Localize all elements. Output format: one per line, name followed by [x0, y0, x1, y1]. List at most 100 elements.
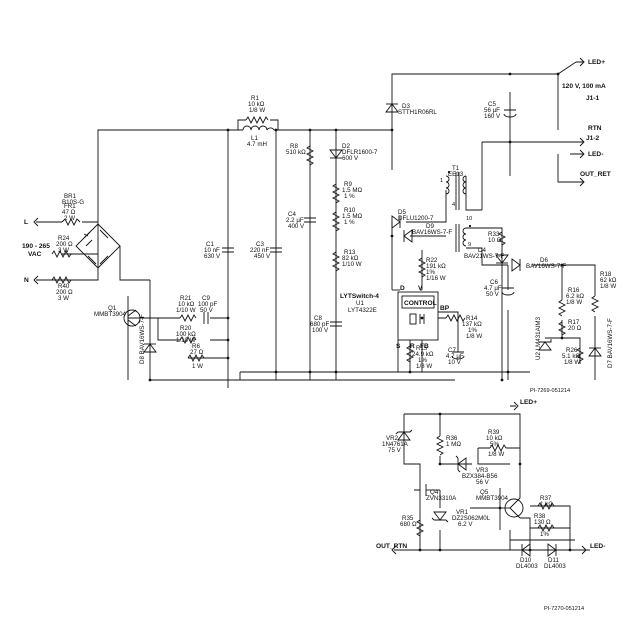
- r6-value: 27 Ω: [190, 349, 204, 356]
- svg-text:D2: D2: [342, 143, 350, 150]
- r26-ref: R26: [566, 347, 578, 354]
- q4-ref: Q4: [430, 489, 439, 496]
- r1-value: 10 kΩ: [248, 101, 265, 108]
- r17-value: 20 Ω: [568, 325, 582, 332]
- svg-text:C1: C1: [206, 241, 214, 248]
- capacitor-c3: [270, 247, 282, 253]
- svg-text:4.7 µF: 4.7 µF: [484, 285, 502, 292]
- r9-ref: R9: [344, 181, 352, 188]
- svg-text:C8: C8: [314, 315, 322, 322]
- c8-ref: C8: [314, 315, 322, 322]
- d7-ref: D7: [607, 360, 614, 368]
- svg-text:510 kΩ: 510 kΩ: [286, 149, 306, 156]
- transformer-t1: [445, 170, 472, 252]
- out-rtn-label: OUT_RTN: [376, 543, 407, 550]
- d8-label: D8 BAV16WS-7-F: [139, 314, 146, 364]
- svg-text:27 Ω: 27 Ω: [190, 349, 204, 356]
- svg-text:680 Ω: 680 Ω: [400, 521, 417, 528]
- svg-text:1/8 W: 1/8 W: [488, 451, 504, 458]
- svg-text:BAV16WS-7-F: BAV16WS-7-F: [526, 263, 566, 270]
- connector-l-arrow: [33, 217, 42, 227]
- vr2-part: 1N4761A: [382, 441, 409, 448]
- svg-text:1%: 1%: [426, 269, 435, 276]
- svg-text:R17: R17: [568, 319, 580, 326]
- shunt-regulator-u2: [538, 339, 552, 351]
- q4-part: ZVN3310A: [426, 495, 457, 502]
- capacitor-c4: [304, 217, 316, 223]
- svg-text:1.5 MΩ: 1.5 MΩ: [342, 187, 362, 194]
- c3-value: 220 nF: [250, 247, 269, 254]
- u1-pin-v: V: [418, 285, 423, 292]
- connector-led-minus-arrow: [570, 149, 585, 159]
- r33-value: 10 Ω: [488, 237, 502, 244]
- u2-part: LM431AIM3: [535, 316, 542, 350]
- r17-ref: R17: [568, 319, 580, 326]
- svg-text:10 kΩ: 10 kΩ: [486, 435, 503, 442]
- svg-text:1/8 W: 1/8 W: [466, 333, 482, 340]
- r8-value: 510 kΩ: [286, 149, 306, 156]
- r24-value: 200 Ω: [56, 241, 73, 248]
- vr3-voltage: 56 V: [476, 479, 490, 486]
- mosfet-q4: [414, 480, 427, 500]
- controller-ic-u1: [397, 291, 439, 341]
- resistor-r21: [179, 313, 197, 323]
- svg-text:191 kΩ: 191 kΩ: [426, 263, 446, 270]
- capacitor-c1: [222, 247, 234, 253]
- svg-text:R1: R1: [251, 95, 259, 102]
- diode-d3: [385, 103, 399, 113]
- svg-text:1/8 W: 1/8 W: [566, 299, 582, 306]
- resistor-r17: [557, 321, 567, 336]
- svg-text:D9: D9: [426, 223, 434, 230]
- svg-text:630 V: 630 V: [204, 253, 221, 260]
- r18-value: 62 kΩ: [600, 277, 617, 284]
- c5-ref: C5: [488, 101, 496, 108]
- r22-value: 191 kΩ: [426, 263, 446, 270]
- svg-text:3 W: 3 W: [58, 295, 69, 302]
- svg-text:3 W: 3 W: [58, 247, 69, 254]
- r6-rating: 1 W: [192, 363, 203, 370]
- j1-1-label: J1-1: [586, 95, 600, 102]
- q1-ref: Q1: [108, 305, 117, 312]
- vr3-ref: VR3: [476, 467, 489, 474]
- r6-ref: R6: [192, 343, 200, 350]
- transistor-q1: [123, 309, 141, 327]
- resistor-r24: [51, 249, 72, 259]
- r13-ref: R13: [344, 249, 356, 256]
- top-schematic-labels: LED+ 120 V, 100 mA J1-1 RTN J1-2 LED- OU…: [22, 59, 617, 394]
- u1-pin-d: D: [400, 285, 405, 292]
- r1-rating: 1/8 W: [249, 107, 265, 114]
- svg-text:STTH1R06RL: STTH1R06RL: [398, 109, 437, 116]
- input-vac-label: VAC: [28, 251, 42, 258]
- svg-text:D5: D5: [398, 209, 406, 216]
- r21-value: 10 kΩ: [178, 301, 195, 308]
- u1-ref: U1: [356, 300, 364, 307]
- svg-text:R38: R38: [534, 513, 546, 520]
- u1-pin-fb: FB: [420, 343, 429, 350]
- svg-text:BZX384-B56: BZX384-B56: [462, 473, 498, 480]
- fr1-value: 47 Ω: [62, 209, 76, 216]
- r10-tol: 1 %: [344, 219, 355, 226]
- svg-text:1%: 1%: [540, 531, 549, 538]
- d5-ref: D5: [398, 209, 406, 216]
- d11-ref: D11: [548, 557, 559, 564]
- svg-text:R21: R21: [180, 295, 192, 302]
- r37-value: 1 kΩ: [540, 501, 553, 508]
- svg-text:10 V: 10 V: [448, 359, 462, 366]
- c1-rating: 630 V: [204, 253, 221, 260]
- svg-text:6.2 V: 6.2 V: [458, 521, 473, 528]
- svg-text:10 kΩ: 10 kΩ: [248, 101, 265, 108]
- resistor-r38: [537, 523, 555, 533]
- svg-text:450 V: 450 V: [254, 253, 271, 260]
- inductor-l1: [242, 125, 275, 132]
- svg-text:1/10 W: 1/10 W: [176, 307, 196, 314]
- r15-ref: R15: [416, 345, 428, 352]
- svg-text:1 kΩ: 1 kΩ: [540, 501, 553, 508]
- t1-ref: T1: [452, 165, 460, 172]
- connector-led-plus-arrow: [576, 57, 585, 67]
- vr1-part: DZ2S062M0L: [452, 515, 491, 522]
- diode-d4: [495, 254, 509, 264]
- r10-ref: R10: [344, 207, 356, 214]
- svg-text:75 V: 75 V: [388, 447, 402, 454]
- t1-pin-10: 10: [466, 216, 472, 222]
- r38-tol: 1%: [540, 531, 549, 538]
